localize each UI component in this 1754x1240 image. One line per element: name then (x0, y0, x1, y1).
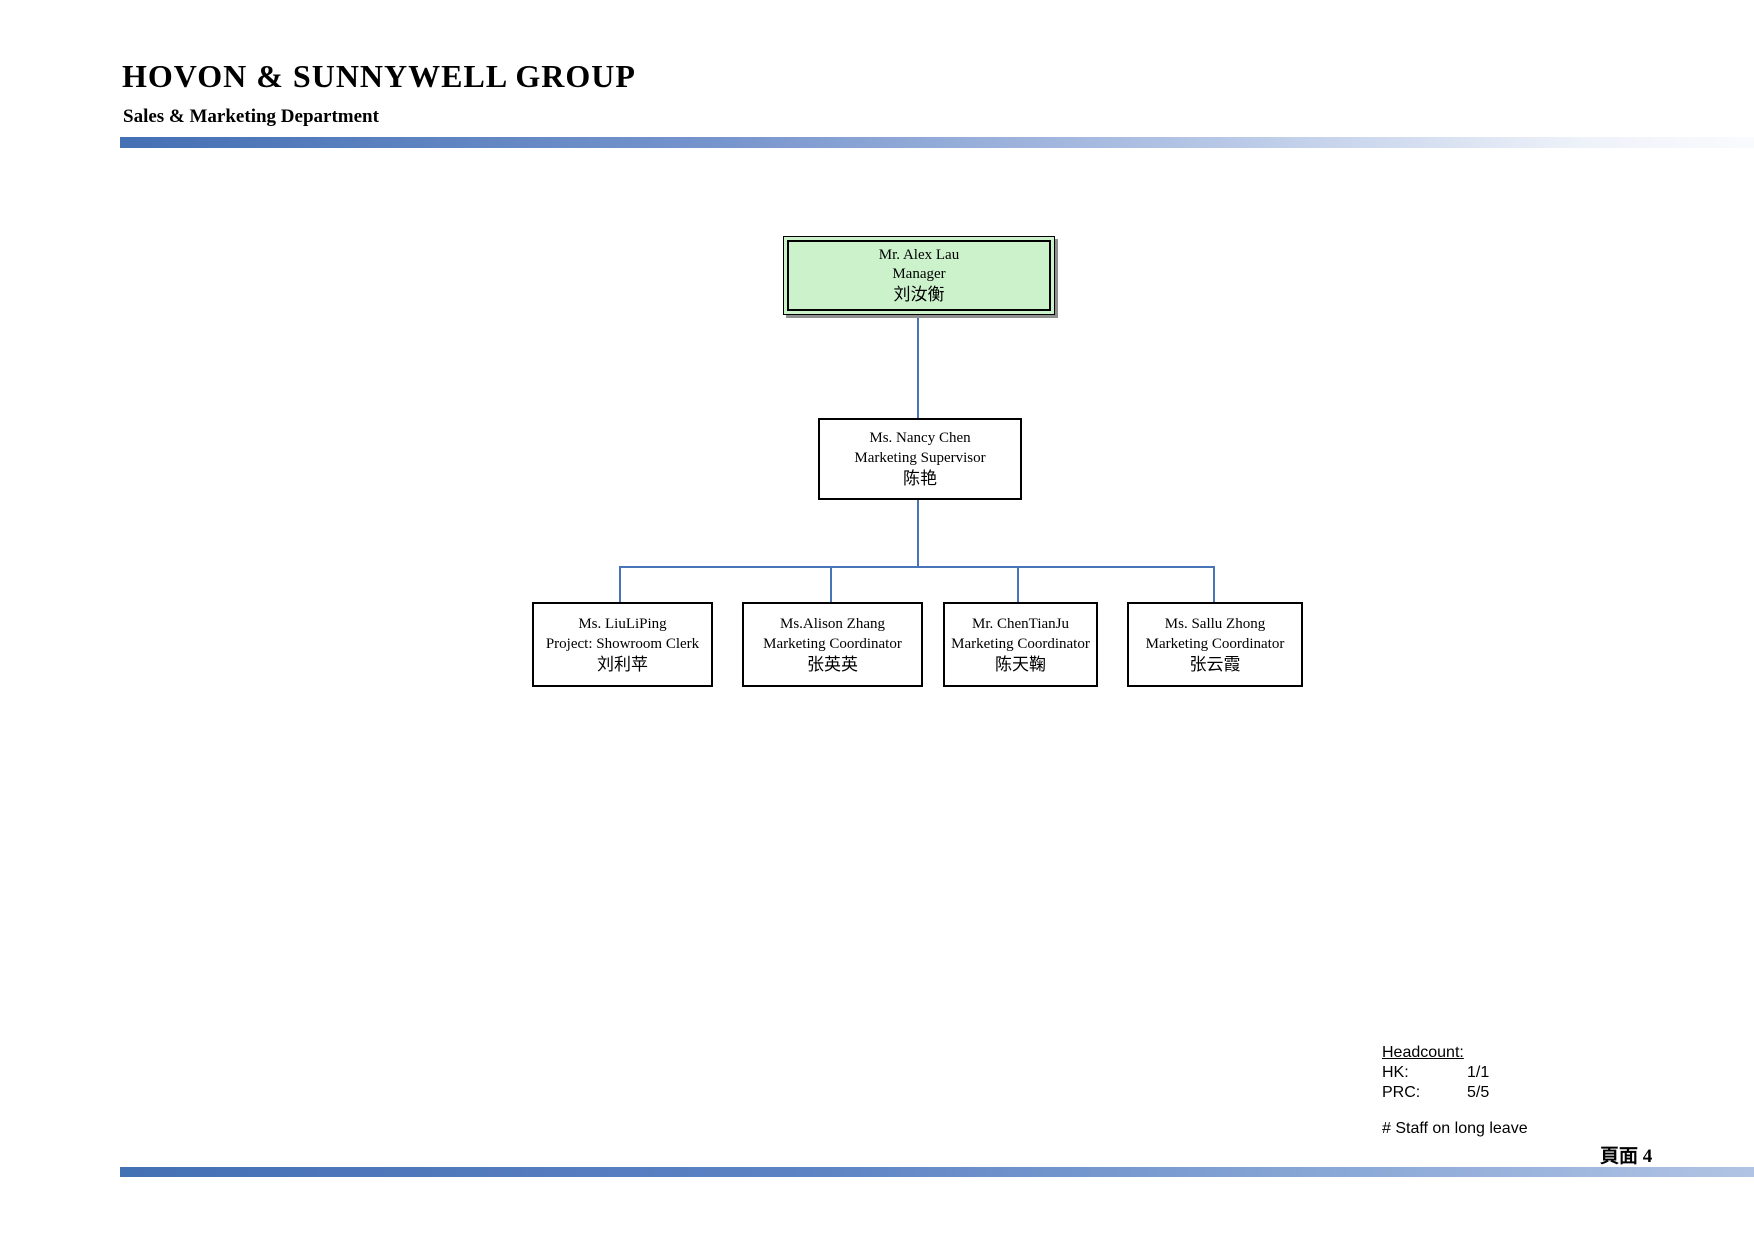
connector-horizontal-rail (619, 566, 1215, 568)
org-box-staff-sallu-zhong: Ms. Sallu Zhong Marketing Coordinator 张云… (1127, 602, 1303, 687)
staff-cn-name: 陈天鞠 (995, 654, 1046, 674)
supervisor-cn-name: 陈艳 (903, 469, 937, 488)
org-box-manager-inner: Mr. Alex Lau Manager 刘汝衡 (787, 240, 1051, 311)
connector-manager-supervisor (917, 315, 919, 418)
staff-name: Mr. ChenTianJu (972, 615, 1069, 632)
connector-drop-staff-0 (619, 566, 621, 602)
department-subtitle: Sales & Marketing Department (123, 106, 379, 127)
manager-title: Manager (892, 266, 946, 282)
headcount-row-prc: PRC: 5/5 (1382, 1083, 1489, 1103)
org-box-supervisor: Ms. Nancy Chen Marketing Supervisor 陈艳 (818, 418, 1022, 500)
connector-supervisor-stem (917, 500, 919, 567)
staff-cn-name: 刘利苹 (597, 654, 648, 674)
staff-title: Project: Showroom Clerk (545, 635, 700, 652)
manager-cn-name: 刘汝衡 (893, 285, 945, 304)
staff-cn-name: 张英英 (807, 654, 858, 674)
connector-drop-staff-1 (830, 566, 832, 602)
headcount-row-hk: HK: 1/1 (1382, 1063, 1489, 1083)
headcount-heading: Headcount: (1382, 1044, 1464, 1061)
long-leave-note: # Staff on long leave (1382, 1120, 1528, 1137)
header-divider-bar (120, 137, 1754, 148)
headcount-prc-label: PRC: (1382, 1084, 1421, 1101)
staff-name: Ms. LiuLiPing (578, 615, 667, 632)
staff-name: Ms. Sallu Zhong (1164, 615, 1266, 632)
staff-cn-name: 张云霞 (1189, 654, 1241, 674)
supervisor-title: Marketing Supervisor (854, 450, 986, 466)
staff-title: Marketing Coordinator (763, 635, 902, 652)
staff-title: Marketing Coordinator (1145, 635, 1285, 652)
org-box-staff-liuliping: Ms. LiuLiPing Project: Showroom Clerk 刘利… (532, 602, 713, 687)
connector-drop-staff-3 (1213, 566, 1215, 602)
staff-title: Marketing Coordinator (951, 635, 1090, 652)
headcount-hk-label: HK: (1382, 1064, 1409, 1081)
page-number-label: 頁面 4 (1600, 1146, 1653, 1167)
headcount-hk-value: 1/1 (1467, 1064, 1490, 1081)
headcount-prc-value: 5/5 (1467, 1084, 1490, 1101)
org-box-manager: Mr. Alex Lau Manager 刘汝衡 (783, 236, 1055, 315)
supervisor-name: Ms. Nancy Chen (869, 430, 971, 446)
org-box-staff-chentianju: Mr. ChenTianJu Marketing Coordinator 陈天鞠 (943, 602, 1098, 687)
company-title: HOVON & SUNNYWELL GROUP (122, 58, 636, 94)
org-box-staff-alison-zhang: Ms.Alison Zhang Marketing Coordinator 张英… (742, 602, 923, 687)
staff-name: Ms.Alison Zhang (780, 615, 885, 632)
headcount-block: Headcount: HK: 1/1 PRC: 5/5 (1382, 1043, 1489, 1103)
connector-drop-staff-2 (1017, 566, 1019, 602)
manager-name: Mr. Alex Lau (878, 247, 960, 263)
footer-divider-bar (120, 1167, 1754, 1177)
